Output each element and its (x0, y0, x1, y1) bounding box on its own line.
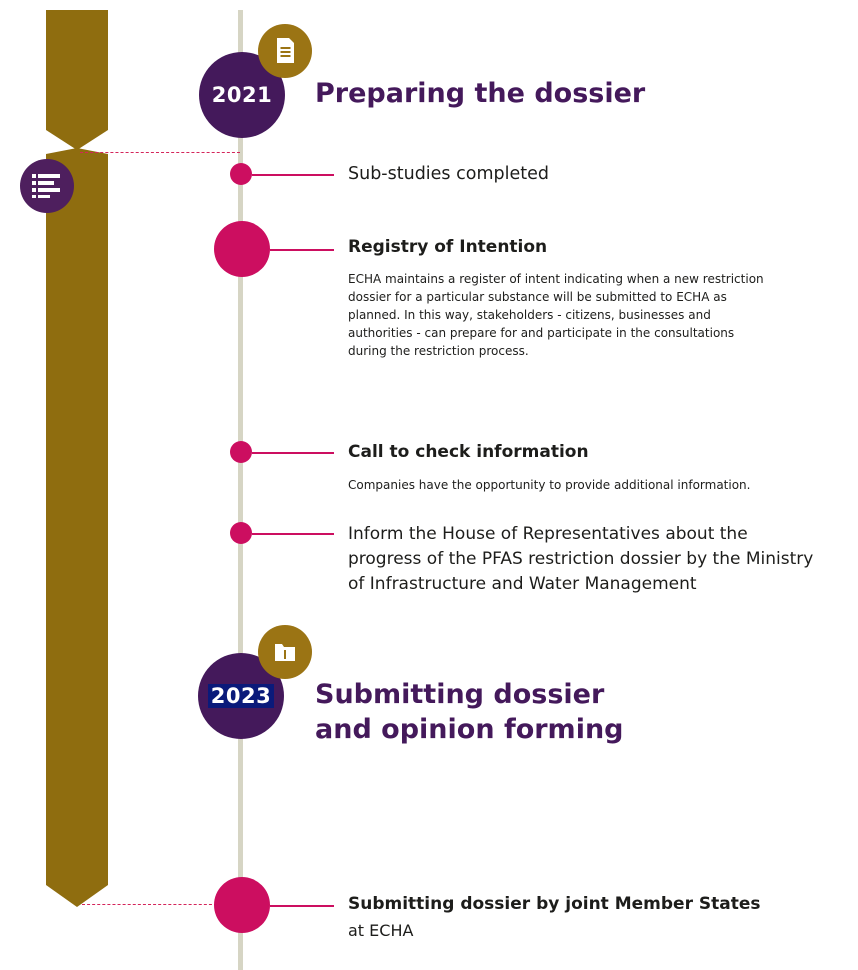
title-line: progress of the PFAS restriction dossier… (348, 549, 814, 569)
title-line: of Infrastructure and Water Management (348, 574, 697, 594)
dashed-connector-bottom (82, 904, 217, 905)
description-line: authorities - can prepare for and partic… (348, 326, 735, 340)
milestone-description: ECHA maintains a register of intent indi… (348, 270, 828, 360)
section-title-2021: Preparing the dossier (315, 78, 646, 109)
title-line: Submitting dossier (315, 679, 605, 710)
milestone-title: Registry of Intention (348, 237, 548, 257)
milestone-dot (230, 522, 252, 544)
milestone-connector (252, 174, 334, 176)
milestone-connector (252, 533, 334, 535)
phase-band-top (46, 10, 108, 150)
year-label: 2023 (207, 684, 275, 708)
year-label: 2021 (211, 83, 273, 107)
timeline-axis (238, 10, 243, 970)
milestone-title: Sub-studies completed (348, 164, 549, 184)
milestone-dot-large (214, 877, 270, 933)
phase-band (46, 10, 108, 907)
milestone-description: Companies have the opportunity to provid… (348, 478, 751, 492)
milestone-dot (230, 163, 252, 185)
description-line: dossier for a particular substance will … (348, 290, 727, 304)
document-icon (258, 24, 312, 78)
title-line: and opinion forming (315, 714, 624, 745)
phase-band-bottom (46, 148, 108, 907)
milestone-title: Inform the House of Representatives abou… (348, 522, 848, 597)
description-line: during the restriction process. (348, 344, 529, 358)
description-line: planned. In this way, stakeholders - cit… (348, 308, 711, 322)
title-line: Inform the House of Representatives abou… (348, 524, 748, 544)
milestone-dot (230, 441, 252, 463)
description-line: ECHA maintains a register of intent indi… (348, 272, 764, 286)
section-title-2023: Submitting dossier and opinion forming (315, 677, 624, 747)
folder-icon (258, 625, 312, 679)
milestone-connector (270, 905, 334, 907)
milestone-dot-large (214, 221, 270, 277)
milestone-connector (270, 249, 334, 251)
dashed-connector-top (80, 152, 240, 153)
milestone-subtitle: at ECHA (348, 921, 414, 940)
list-icon (20, 159, 74, 213)
year-circle-2023: 2023 (198, 653, 284, 739)
milestone-connector (252, 452, 334, 454)
milestone-title: Submitting dossier by joint Member State… (348, 894, 761, 914)
milestone-title: Call to check information (348, 442, 589, 462)
